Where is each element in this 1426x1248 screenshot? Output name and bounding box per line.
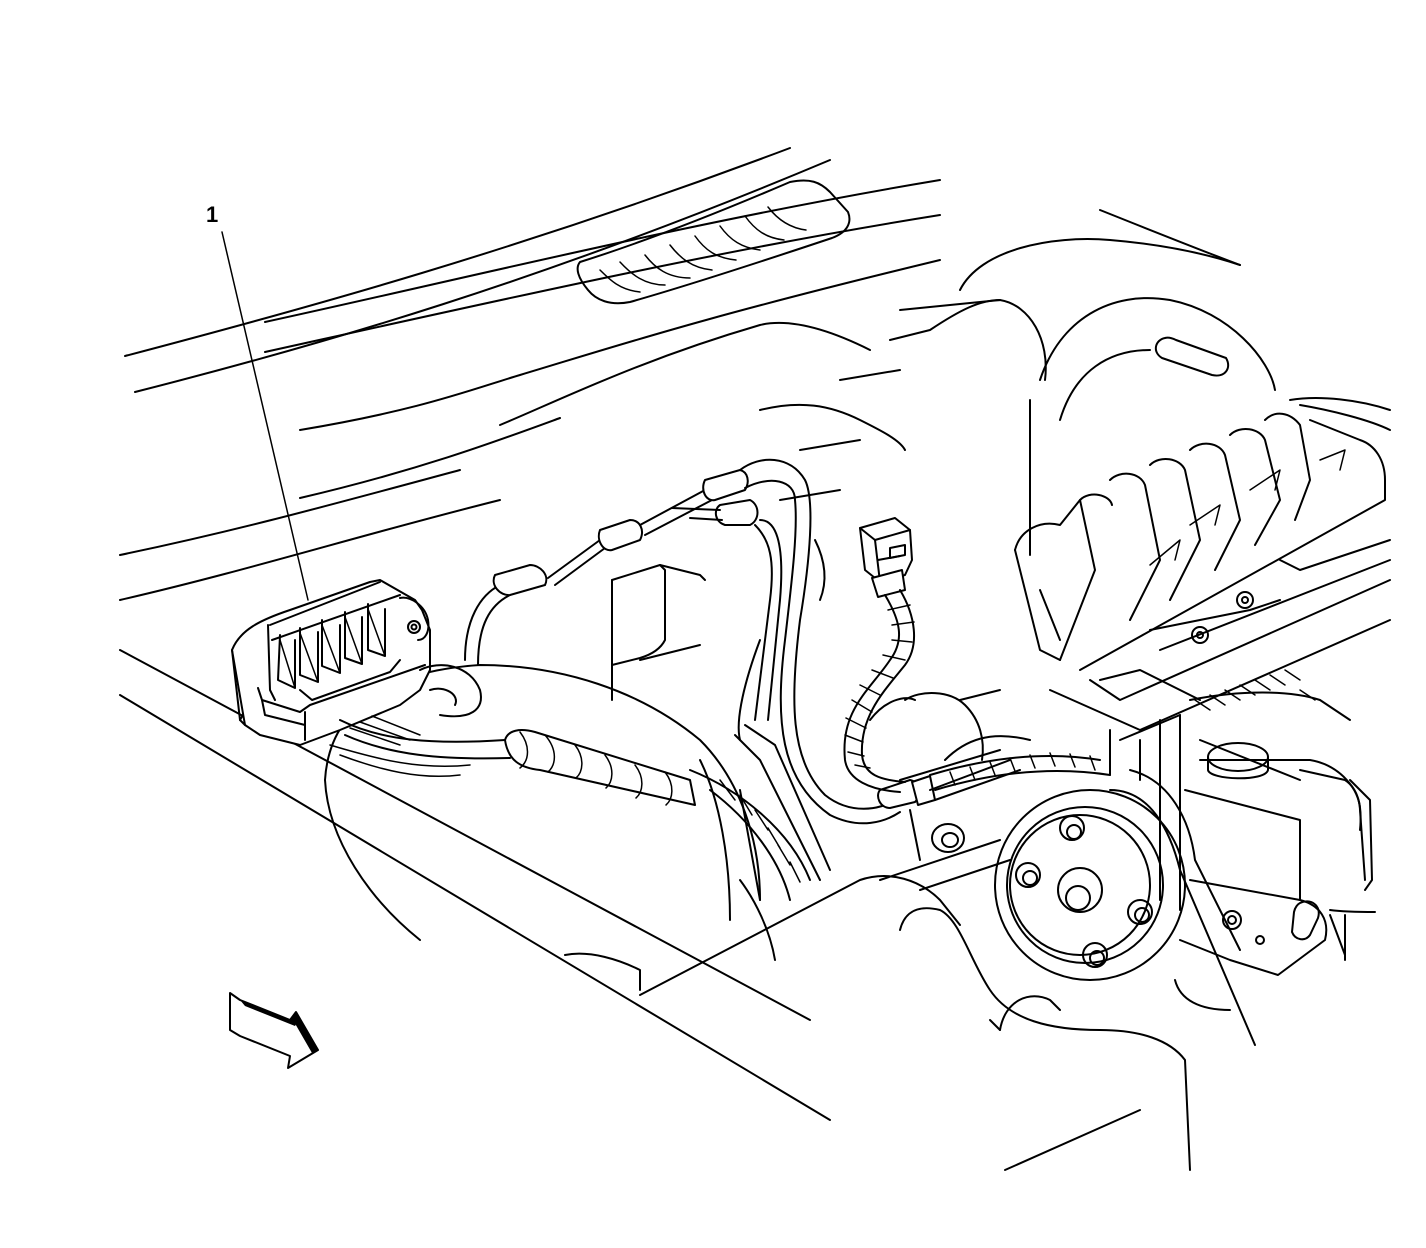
- injector-connectors: [1014, 397, 1391, 671]
- callout-1: 1: [206, 202, 309, 601]
- module-bracket: [611, 539, 826, 701]
- forward-arrow-icon: [229, 992, 319, 1069]
- cowl-panel: [119, 147, 941, 721]
- radiator-support: [119, 649, 1191, 1171]
- bracket-slot: [1154, 336, 1230, 377]
- throttle-body: [869, 689, 1001, 761]
- callout-number: 1: [206, 202, 218, 227]
- wiring-harness-main: [329, 664, 811, 961]
- reservoir-bracket: [1179, 879, 1328, 976]
- fluid-reservoir: [1184, 739, 1376, 961]
- strut-tower: [499, 209, 1276, 556]
- pump-bracket: [1109, 714, 1181, 911]
- sensor-connector: [843, 517, 1111, 793]
- connector-block: [231, 579, 431, 746]
- accessory-pulley: [994, 769, 1256, 1046]
- intake-manifold: [1049, 539, 1391, 731]
- cowl-vent: [576, 179, 851, 305]
- mount-bolt: [879, 749, 1011, 891]
- vacuum-hoses: [464, 458, 1021, 881]
